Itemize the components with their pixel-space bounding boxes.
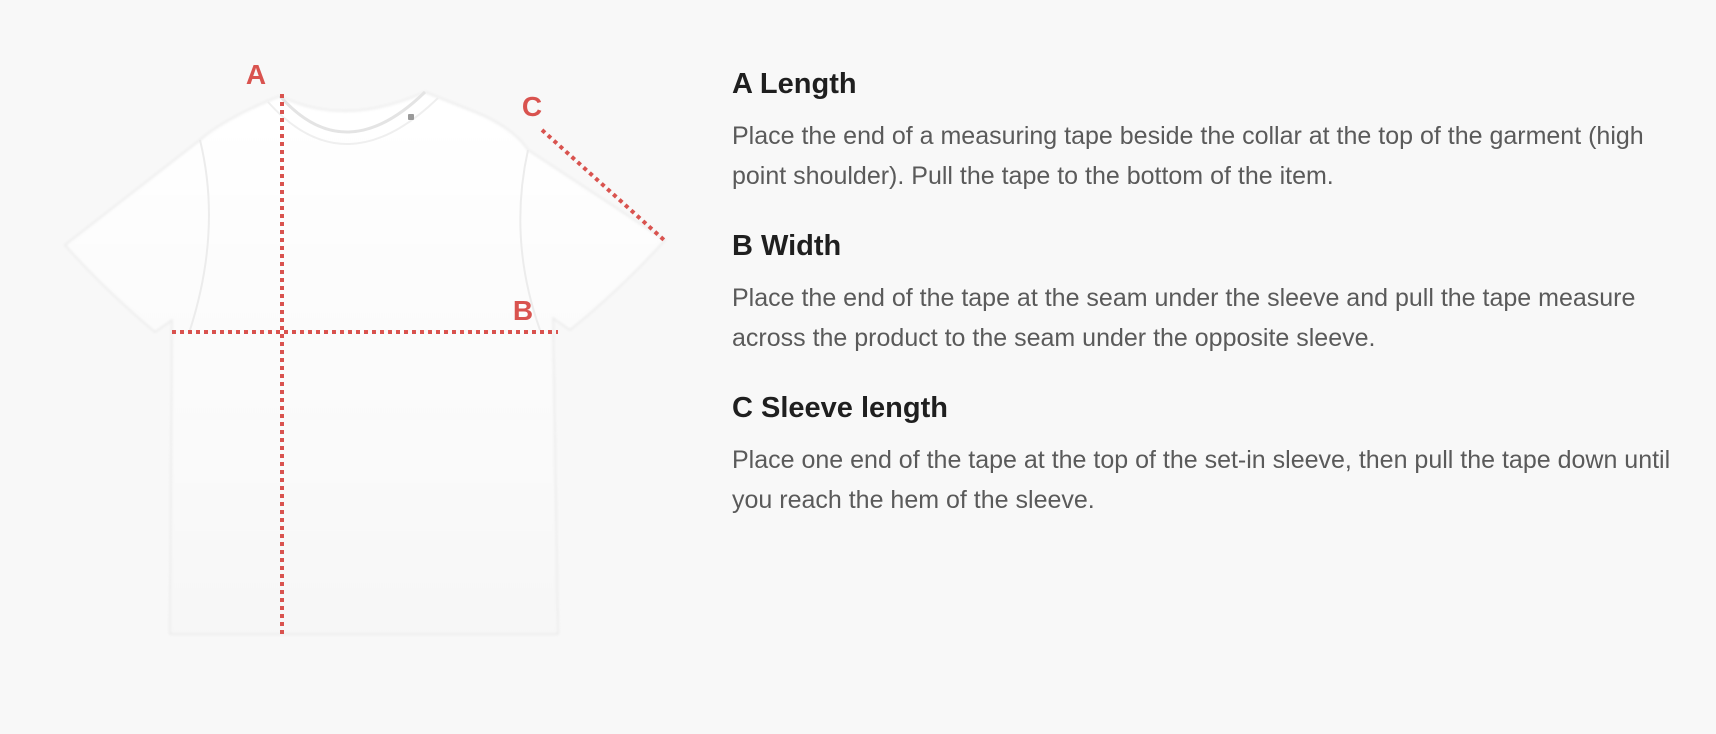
section-title: B Width <box>732 230 842 262</box>
marker-c: C <box>522 91 542 122</box>
section-width: B Width Place the end of the tape at the… <box>732 222 1672 358</box>
marker-a: A <box>246 59 266 90</box>
tshirt-icon: A B C <box>63 59 667 635</box>
marker-b: B <box>513 295 533 326</box>
tshirt-collar <box>278 90 427 134</box>
tshirt-body <box>63 91 667 635</box>
section-body: Place one end of the tape at the top of … <box>732 446 1671 514</box>
measurement-guide: A Length Place the end of a measuring ta… <box>732 60 1672 546</box>
section-title: C Sleeve length <box>732 392 948 424</box>
section-length: A Length Place the end of a measuring ta… <box>732 60 1672 196</box>
measurement-diagram: A B C <box>0 0 700 734</box>
section-sleeve-length: C Sleeve length Place one end of the tap… <box>732 384 1672 520</box>
section-body: Place the end of the tape at the seam un… <box>732 284 1636 352</box>
section-body: Place the end of a measuring tape beside… <box>732 122 1644 190</box>
sleeve-length-line <box>540 128 666 242</box>
section-title: A Length <box>732 68 857 100</box>
